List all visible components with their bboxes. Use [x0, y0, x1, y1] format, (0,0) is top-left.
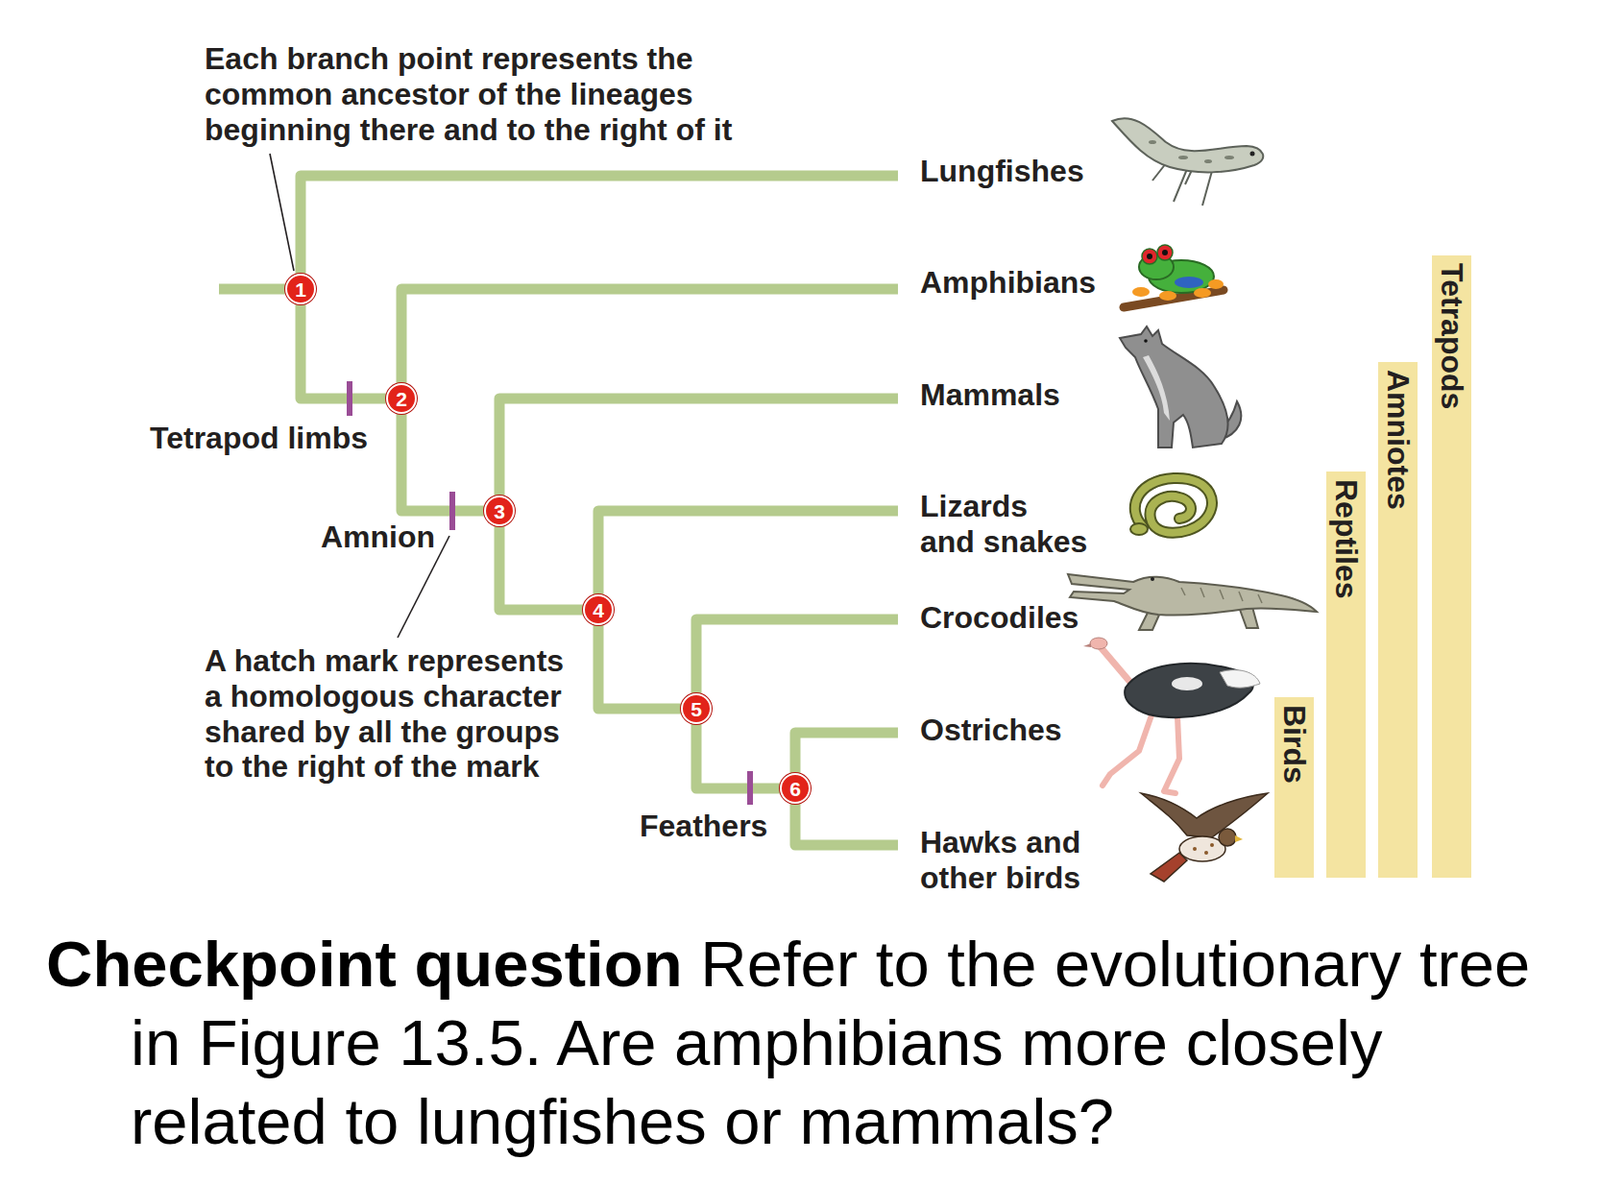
snake-illustration	[1135, 478, 1213, 534]
checkpoint-caption: Checkpoint questionRefer to the evolutio…	[46, 924, 1576, 1162]
callout-number: 2	[395, 388, 408, 410]
taxon-label: Amphibians	[920, 265, 1096, 301]
tree-branch	[696, 724, 780, 789]
frog-illustration	[1159, 290, 1177, 301]
tree-branch	[499, 398, 898, 511]
ostrich-illustration	[1102, 712, 1180, 794]
tree-branch	[598, 510, 898, 610]
branch-point: 4	[582, 594, 614, 626]
clade-bar: Tetrapods	[1431, 255, 1472, 878]
callout-number: 1	[294, 279, 307, 300]
frog-illustration	[1193, 288, 1212, 298]
hawk-illustration	[1140, 793, 1268, 838]
hawk-illustration	[1192, 847, 1197, 851]
clade-name: Amniotes	[1380, 369, 1416, 510]
lungfish-illustration	[1204, 159, 1213, 164]
clade-bar: Amniotes	[1378, 362, 1418, 878]
lungfish-illustration	[1112, 118, 1263, 206]
ostrich-illustration	[1083, 637, 1261, 794]
callout-number: 6	[789, 778, 801, 800]
taxon-label: Crocodiles	[920, 600, 1079, 636]
hatch-mark	[449, 491, 456, 531]
callout-note: A hatch mark represents a homologous cha…	[204, 643, 580, 785]
frog-illustration	[1132, 287, 1150, 297]
frog-illustration	[1141, 248, 1158, 265]
leader-line	[269, 153, 294, 271]
wolf-illustration	[1143, 339, 1148, 343]
leader-line	[269, 153, 450, 638]
clade-name: Birds	[1276, 704, 1312, 784]
clade-name: Tetrapods	[1433, 263, 1470, 410]
hatch-mark	[346, 381, 353, 416]
character-label: Amnion	[320, 519, 436, 556]
wolf-illustration	[1142, 355, 1170, 421]
branch-point: 2	[386, 383, 417, 414]
caption-heading: Checkpoint question	[46, 927, 683, 1000]
tree-branch	[300, 304, 387, 399]
lungfish-illustration	[1178, 155, 1188, 160]
hawk-illustration	[1204, 850, 1209, 855]
tree-branch	[598, 625, 681, 709]
snake-illustration	[1130, 523, 1148, 535]
crocodile-illustration	[1181, 587, 1262, 604]
tree-branch	[696, 619, 898, 709]
tree-branch	[499, 526, 583, 610]
lungfish-illustration	[1148, 140, 1157, 145]
ostrich-illustration	[1100, 647, 1134, 686]
callout-number: 5	[690, 699, 703, 720]
hawk-illustration	[1210, 843, 1214, 848]
branch-point: 3	[484, 495, 515, 527]
frog-illustration	[1123, 244, 1224, 308]
branch-point: 5	[680, 693, 712, 725]
snake-illustration	[1135, 478, 1213, 534]
hatch-mark	[747, 771, 753, 805]
tree-branch	[795, 732, 898, 789]
ostrich-illustration	[1083, 643, 1091, 648]
frog-illustration	[1162, 249, 1168, 256]
taxon-label: Lizards and snakes	[920, 488, 1090, 560]
taxon-label: Ostriches	[920, 712, 1063, 749]
frog-illustration	[1146, 253, 1153, 260]
crocodile-illustration	[1067, 574, 1317, 631]
callout-note: Each branch point represents the common …	[204, 41, 757, 147]
hawk-illustration	[1235, 835, 1243, 843]
wolf-illustration	[1119, 326, 1241, 448]
character-label: Tetrapod limbs	[149, 420, 368, 457]
branch-point: 1	[285, 273, 316, 305]
character-label: Feathers	[639, 808, 768, 845]
frog-illustration	[1157, 244, 1173, 261]
frog-illustration	[1208, 279, 1224, 290]
clade-name: Reptiles	[1328, 479, 1364, 599]
taxon-label: Mammals	[920, 377, 1061, 413]
taxon-label: Lungfishes	[920, 153, 1085, 190]
snake-illustration	[1130, 478, 1213, 535]
frog-illustration	[1174, 276, 1204, 289]
ostrich-illustration	[1171, 677, 1203, 691]
tree-branch	[401, 289, 898, 399]
ostrich-illustration	[1219, 670, 1261, 689]
callout-number: 3	[493, 501, 506, 522]
lungfish-illustration	[1250, 151, 1256, 157]
lungfish-illustration	[1224, 155, 1235, 160]
callout-number: 4	[592, 600, 605, 621]
taxon-label: Hawks and other birds	[920, 824, 1090, 897]
clade-bar: Reptiles	[1326, 471, 1366, 878]
ostrich-illustration	[1090, 637, 1108, 650]
tree-branch	[300, 175, 898, 290]
lungfish-illustration	[1112, 118, 1263, 172]
hawk-illustration	[1150, 852, 1188, 882]
tree-branch	[795, 788, 898, 846]
crocodile-illustration	[1067, 574, 1317, 616]
tree-branch	[401, 413, 485, 511]
hawk-illustration	[1218, 828, 1237, 847]
clade-bar: Birds	[1274, 697, 1314, 878]
hawk-illustration	[1140, 793, 1268, 882]
wolf-illustration	[1119, 326, 1228, 448]
branch-point: 6	[779, 773, 811, 804]
crocodile-illustration	[1150, 577, 1155, 582]
